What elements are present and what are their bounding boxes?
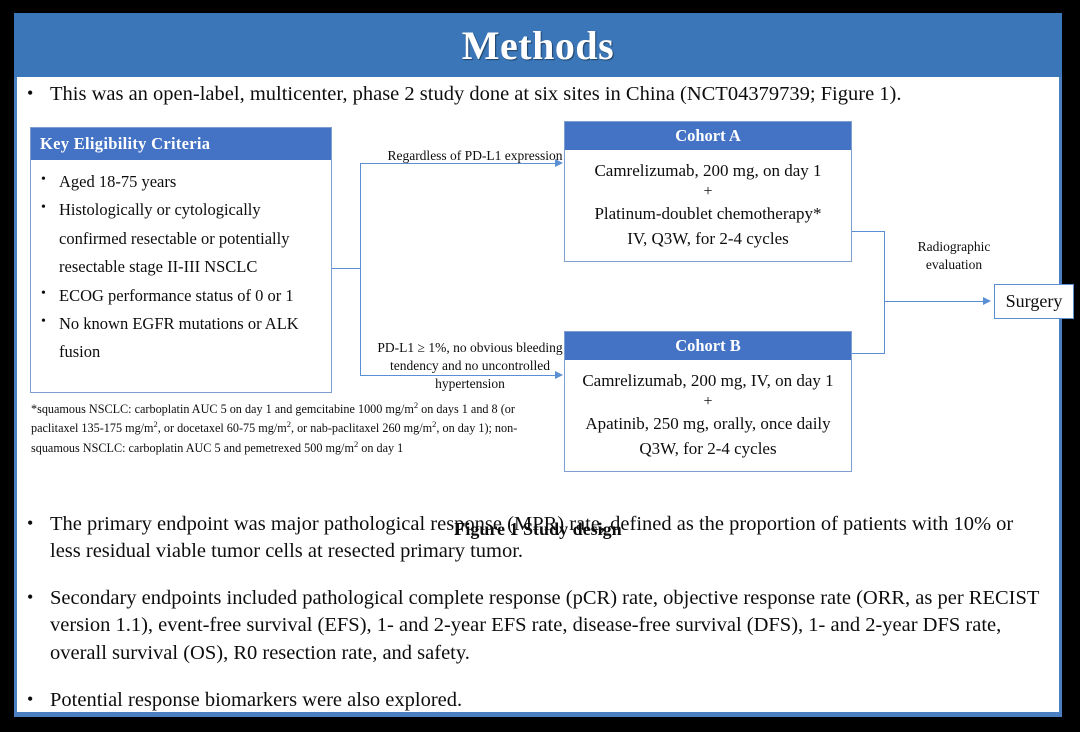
cohort-b-line2: Apatinib, 250 mg, orally, once daily — [585, 413, 831, 433]
bullet-marker: • — [27, 83, 34, 103]
bullet-biomarkers: • Potential response biomarkers were als… — [23, 687, 923, 714]
cohort-b-plus: + — [703, 392, 713, 410]
eligibility-item-text: Aged 18-75 years — [59, 172, 177, 191]
connector-split-vertical — [360, 163, 361, 375]
connector-label-pdl1: PD-L1 ≥ 1%, no obvious bleeding tendency… — [377, 340, 563, 392]
cohort-a-header: Cohort A — [565, 122, 851, 150]
cohort-a-line1: Camrelizumab, 200 mg, on day 1 — [594, 161, 822, 180]
list-item: • No known EGFR mutations or ALK fusion — [39, 310, 325, 367]
connector-to-cohort-a — [360, 163, 556, 164]
cohort-b-line1: Camrelizumab, 200 mg, IV, on day 1 — [582, 371, 834, 390]
surgery-label: Surgery — [1005, 291, 1063, 311]
arrow-head-cohort-a — [555, 159, 563, 167]
bullet-marker: • — [41, 313, 46, 329]
connector-to-cohort-b — [360, 375, 556, 376]
cohort-b-body: Camrelizumab, 200 mg, IV, on day 1 + Apa… — [565, 360, 851, 462]
list-item: • Aged 18-75 years — [39, 168, 325, 196]
footnote-sup: 2 — [413, 400, 419, 410]
slide-title-bar: Methods — [14, 13, 1062, 77]
cohort-a-line2: Platinum-doublet chemotherapy* — [594, 203, 822, 223]
connector-to-surgery — [884, 301, 985, 302]
footnote-part: , or docetaxel 60-75 mg/m — [157, 421, 287, 436]
bullet-marker: • — [27, 513, 34, 533]
arrow-head-cohort-b — [555, 371, 563, 379]
connector-cohort-b-out — [852, 353, 885, 354]
bullet-marker: • — [41, 285, 46, 301]
chemotherapy-footnote: *squamous NSCLC: carboplatin AUC 5 on da… — [31, 399, 551, 457]
cohort-a-box: Cohort A Camrelizumab, 200 mg, on day 1 … — [564, 121, 852, 262]
cohort-a-body: Camrelizumab, 200 mg, on day 1 + Platinu… — [565, 150, 851, 252]
cohort-a-plus: + — [703, 182, 713, 200]
connector-elig-stub — [332, 268, 361, 269]
arrow-head-surgery — [983, 297, 991, 305]
connector-merge-vertical — [884, 231, 885, 353]
footnote-part: , on day 1); non-squamous NSCLC: carbopl… — [31, 421, 518, 455]
cohort-b-header: Cohort B — [565, 332, 851, 360]
footnote-part: *squamous NSCLC: carboplatin AUC 5 on da… — [31, 402, 414, 417]
bullet-primary-endpoint: • The primary endpoint was major patholo… — [23, 511, 1043, 566]
bullet-marker: • — [41, 200, 46, 216]
cohort-a-line3: IV, Q3W, for 2-4 cycles — [627, 229, 789, 249]
bullet-secondary-endpoints: • Secondary endpoints included pathologi… — [23, 585, 1049, 667]
footnote-sup: 2 — [353, 438, 359, 449]
list-item: • ECOG performance status of 0 or 1 — [39, 282, 325, 310]
footnote-sup: 2 — [153, 419, 158, 430]
surgery-box: Surgery — [994, 284, 1074, 319]
bullet-marker: • — [27, 689, 34, 709]
connector-label-radiographic: Radiographic evaluation — [917, 239, 991, 273]
connector-cohort-a-out — [852, 231, 885, 232]
footnote-part: on day 1 — [358, 440, 404, 455]
bullet-secondary-endpoints-text: Secondary endpoints included pathologica… — [50, 587, 1040, 664]
cohort-b-box: Cohort B Camrelizumab, 200 mg, IV, on da… — [564, 331, 852, 472]
cohort-b-line3: Q3W, for 2-4 cycles — [639, 439, 777, 459]
eligibility-criteria-box: Key Eligibility Criteria • Aged 18-75 ye… — [30, 127, 332, 393]
eligibility-item-text: No known EGFR mutations or ALK fusion — [59, 313, 299, 362]
slide-content: • This was an open-label, multicenter, p… — [14, 77, 1074, 717]
figure-caption: Figure 1 Study design — [454, 519, 622, 539]
lead-bullet-text: This was an open-label, multicenter, pha… — [50, 83, 902, 105]
lead-bullet: • This was an open-label, multicenter, p… — [23, 81, 1053, 108]
bullet-primary-endpoint-text: The primary endpoint was major pathologi… — [50, 513, 1014, 563]
study-design-figure: Key Eligibility Criteria • Aged 18-75 ye… — [17, 121, 1074, 539]
page-title: Methods — [461, 22, 615, 68]
footnote-part: on days 1 and 8 (or paclitaxel 135-175 m… — [31, 402, 515, 436]
connector-label-regardless: Regardless of PD-L1 expression — [387, 148, 563, 163]
bullet-biomarkers-text: Potential response biomarkers were also … — [50, 689, 463, 711]
footnote-sup: 2 — [286, 419, 291, 430]
eligibility-list: • Aged 18-75 years • Histologically or c… — [31, 160, 331, 367]
footnote-sup: 2 — [432, 419, 437, 430]
eligibility-item-text: Histologically or cytologically confirme… — [59, 200, 290, 277]
list-item: • Histologically or cytologically confir… — [39, 196, 325, 281]
bullet-marker: • — [41, 172, 46, 187]
footnote-part: , or nab-paclitaxel 260 mg/m — [290, 421, 433, 436]
eligibility-header: Key Eligibility Criteria — [31, 128, 331, 160]
eligibility-item-text: ECOG performance status of 0 or 1 — [59, 285, 294, 305]
bullet-marker: • — [27, 587, 34, 607]
